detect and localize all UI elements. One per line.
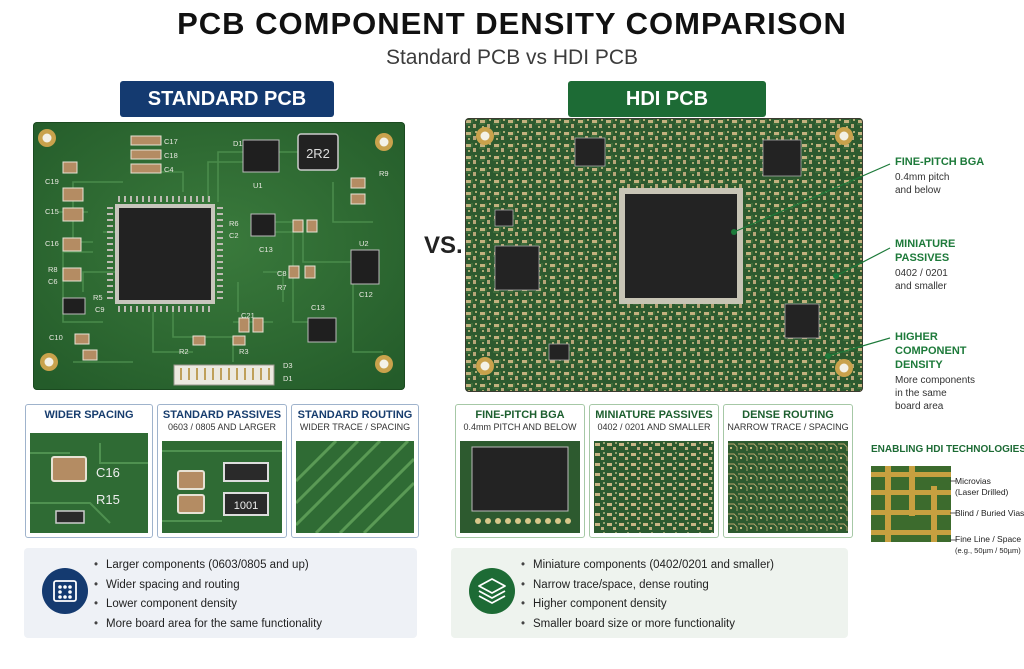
wider-spacing-closeup: C16 R15 xyxy=(30,433,148,533)
panel-standard-passives: STANDARD PASSIVES 0603 / 0805 AND LARGER… xyxy=(157,404,287,538)
layers-icon xyxy=(469,568,515,614)
list-item: Narrow trace/space, dense routing xyxy=(521,576,774,596)
hdi-pcb-board xyxy=(465,118,863,392)
label-r7: R7 xyxy=(277,283,287,292)
panel-fine-pitch-bga: FINE-PITCH BGA 0.4mm PITCH AND BELOW xyxy=(455,404,585,538)
label-c15: C15 xyxy=(45,207,59,216)
label-d1-bottom: D1 xyxy=(283,374,293,383)
list-item: Higher component density xyxy=(521,595,774,615)
standard-pcb-board: 2R2 C17 C18 C4 C19 C15 C16 R8 C6 R5 xyxy=(33,122,405,390)
inductor-label: 2R2 xyxy=(306,146,330,161)
standard-summary-list: Larger components (0603/0805 and up) Wid… xyxy=(94,556,322,635)
label-r2: R2 xyxy=(179,347,189,356)
list-item: Larger components (0603/0805 and up) xyxy=(94,556,322,576)
list-item: Lower component density xyxy=(94,595,322,615)
label-c4: C4 xyxy=(164,165,174,174)
label-c13b: C13 xyxy=(311,303,325,312)
label-u1: U1 xyxy=(253,181,263,190)
label-r8: R8 xyxy=(48,265,58,274)
ic-u2 xyxy=(350,249,380,285)
label-c2: C2 xyxy=(229,231,239,240)
tech-fine-line-space: Fine Line / Space (e.g., 50µm / 50µm) xyxy=(955,534,1022,555)
component-grid-icon xyxy=(42,568,88,614)
label-c12: C12 xyxy=(359,290,373,299)
versus-label: VS. xyxy=(424,232,463,259)
label-c16: C16 xyxy=(45,239,59,248)
hdi-layer-stackup xyxy=(871,466,951,542)
label-c13a: C13 xyxy=(259,245,273,254)
standard-pcb-banner: STANDARD PCB xyxy=(120,81,334,117)
label-r3: R3 xyxy=(239,347,249,356)
list-item: Miniature components (0402/0201 and smal… xyxy=(521,556,774,576)
label-d3: D3 xyxy=(283,361,293,370)
tech-blind-buried-vias: Blind / Buried Vias xyxy=(955,508,1024,518)
ic-small-2 xyxy=(307,317,337,343)
label-r6: R6 xyxy=(229,219,239,228)
standard-passives-closeup: 1001 xyxy=(162,441,282,533)
label-u2: U2 xyxy=(359,239,369,248)
hdi-mounting-holes xyxy=(476,127,853,377)
qfp-ic xyxy=(107,196,223,312)
panel-wider-spacing: WIDER SPACING C16 R15 xyxy=(25,404,153,538)
dense-routing-closeup xyxy=(728,441,848,533)
callout-miniature-passives: MINIATURE PASSIVES 0402 / 0201 and small… xyxy=(895,238,956,292)
list-item: Wider spacing and routing xyxy=(94,576,322,596)
fine-pitch-bga-closeup xyxy=(460,441,580,533)
label-c18: C18 xyxy=(164,151,178,160)
label-c19: C19 xyxy=(45,177,59,186)
tech-title: ENABLING HDI TECHNOLOGIES xyxy=(871,444,1024,455)
mounting-holes xyxy=(38,129,393,373)
tech-leader-lines xyxy=(950,480,956,541)
panel-label-1001: 1001 xyxy=(234,500,258,512)
panel-miniature-passives: MINIATURE PASSIVES 0402 / 0201 AND SMALL… xyxy=(589,404,719,538)
label-c10: C10 xyxy=(49,333,63,342)
label-c8: C8 xyxy=(277,269,287,278)
page-title: PCB COMPONENT DENSITY COMPARISON xyxy=(177,6,847,41)
passive-components xyxy=(62,135,366,361)
standard-routing-closeup xyxy=(296,441,414,533)
label-c6: C6 xyxy=(48,277,58,286)
label-r5: R5 xyxy=(93,293,103,302)
hdi-summary-list: Miniature components (0402/0201 and smal… xyxy=(521,556,774,635)
callout-fine-pitch-bga: FINE-PITCH BGA 0.4mm pitch and below xyxy=(895,156,985,196)
label-c9: C9 xyxy=(95,305,105,314)
panel-standard-routing: STANDARD ROUTING WIDER TRACE / SPACING xyxy=(291,404,419,538)
panel-dense-routing: DENSE ROUTING NARROW TRACE / SPACING xyxy=(723,404,853,538)
label-c21: C21 xyxy=(241,311,255,320)
panel-label-c16: C16 xyxy=(96,465,120,480)
panel-label-r15: R15 xyxy=(96,492,120,507)
list-item: More board area for the same functionali… xyxy=(94,615,322,635)
hdi-callout-lines xyxy=(731,163,891,359)
inductor xyxy=(297,133,339,171)
callout-higher-component-density: HIGHER COMPONENT DENSITY More components… xyxy=(895,331,976,412)
ic-u1 xyxy=(242,139,280,173)
miniature-passives-closeup xyxy=(594,441,714,533)
hdi-small-ics xyxy=(494,137,820,361)
list-item: Smaller board size or more functionality xyxy=(521,615,774,635)
standard-summary: Larger components (0603/0805 and up) Wid… xyxy=(24,548,417,638)
hdi-pcb-banner: HDI PCB xyxy=(568,81,766,117)
label-r9: R9 xyxy=(379,169,389,178)
label-c17: C17 xyxy=(164,137,178,146)
hdi-main-bga xyxy=(619,188,743,304)
page-subtitle: Standard PCB vs HDI PCB xyxy=(385,46,639,69)
label-d1-top: D1 xyxy=(233,139,243,148)
ic-small xyxy=(250,213,276,237)
board-connector xyxy=(173,364,275,386)
hdi-summary: Miniature components (0402/0201 and smal… xyxy=(451,548,848,638)
tech-microvias: Microvias (Laser Drilled) xyxy=(955,476,1009,497)
